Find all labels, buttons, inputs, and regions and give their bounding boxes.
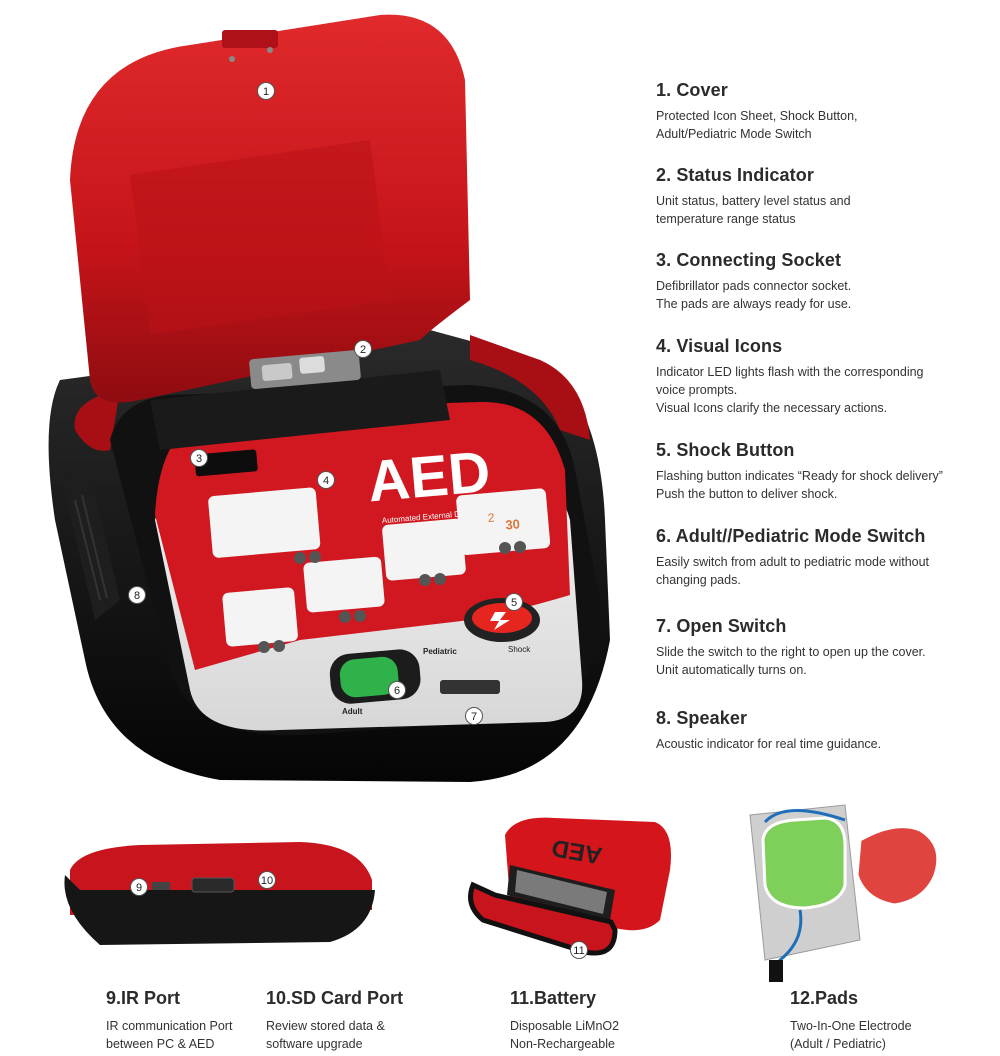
- feature-title: 5. Shock Button: [656, 440, 795, 460]
- feature-open-switch: 7. Open Switch Slide the switch to the r…: [656, 616, 986, 679]
- feature-title: 6. Adult//Pediatric Mode Switch: [656, 526, 926, 546]
- callout-6: 6: [388, 681, 406, 699]
- ir-port-graphic: [152, 882, 170, 890]
- feature-desc: Acoustic indicator for real time guidanc…: [656, 737, 882, 751]
- side-view-illustration: [64, 842, 375, 945]
- feature-visual-icons: 4. Visual Icons Indicator LED lights fla…: [656, 336, 986, 417]
- shock-button-graphic: Shock: [464, 598, 540, 654]
- feature-title: 4. Visual Icons: [656, 336, 783, 356]
- hinge-bar: [150, 370, 450, 450]
- feature-title: 7. Open Switch: [656, 616, 787, 636]
- feature-shock-button: 5. Shock Button Flashing button indicate…: [656, 440, 986, 503]
- caption-pads: 12.Pads Two-In-One Electrode(Adult / Ped…: [790, 988, 990, 1053]
- callout-4: 4: [317, 471, 335, 489]
- aed-device-illustration: AED Automated External Defibrillator 2 3…: [48, 14, 611, 782]
- caption-title: 9.IR Port: [106, 988, 181, 1008]
- cover-latch: [222, 30, 278, 48]
- caption-desc: Review stored data &software upgrade: [266, 1019, 385, 1051]
- callout-5: 5: [505, 593, 523, 611]
- adult-label: Adult: [342, 707, 363, 716]
- feature-desc: Easily switch from adult to pediatric mo…: [656, 555, 930, 587]
- callout-11: 11: [570, 941, 588, 959]
- caption-title: 10.SD Card Port: [266, 988, 404, 1008]
- sd-card-slot-graphic: [191, 877, 235, 893]
- feature-desc: Flashing button indicates “Ready for sho…: [656, 469, 943, 501]
- callout-8: 8: [128, 586, 146, 604]
- open-switch-graphic: [440, 680, 500, 694]
- feature-cover: 1. Cover Protected Icon Sheet, Shock But…: [656, 80, 986, 143]
- feature-title: 3. Connecting Socket: [656, 250, 842, 270]
- caption-desc: Two-In-One Electrode(Adult / Pediatric): [790, 1019, 912, 1051]
- feature-speaker: 8. Speaker Acoustic indicator for real t…: [656, 708, 986, 753]
- feature-title: 8. Speaker: [656, 708, 748, 728]
- device-lower-rim: [74, 390, 120, 451]
- callout-10: 10: [258, 871, 276, 889]
- feature-desc: Protected Icon Sheet, Shock Button,Adult…: [656, 109, 858, 141]
- caption-title: 11.Battery: [510, 988, 597, 1008]
- connector-socket-graphic: [194, 449, 258, 477]
- callout-7: 7: [465, 707, 483, 725]
- callout-1: 1: [257, 82, 275, 100]
- battery-illustration: AED: [468, 817, 671, 956]
- pads-connector: [769, 960, 783, 982]
- feature-connecting-socket: 3. Connecting Socket Defibrillator pads …: [656, 250, 986, 313]
- feature-title: 2. Status Indicator: [656, 165, 814, 185]
- feature-desc: Slide the switch to the right to open up…: [656, 645, 926, 677]
- feature-desc: Indicator LED lights flash with the corr…: [656, 365, 924, 415]
- caption-sd-card-port: 10.SD Card Port Review stored data &soft…: [266, 988, 466, 1053]
- step-number-30: 30: [505, 516, 521, 532]
- feature-title: 1. Cover: [656, 80, 728, 100]
- callout-2: 2: [354, 340, 372, 358]
- caption-title: 12.Pads: [790, 988, 859, 1008]
- feature-desc: Defibrillator pads connector socket.The …: [656, 279, 852, 311]
- pediatric-label: Pediatric: [423, 647, 457, 656]
- pads-illustration: [749, 804, 940, 982]
- feature-mode-switch: 6. Adult//Pediatric Mode Switch Easily s…: [656, 526, 986, 589]
- icon-tiles: 2 30: [208, 487, 551, 653]
- callout-3: 3: [190, 449, 208, 467]
- shock-label: Shock: [508, 645, 531, 654]
- callout-9: 9: [130, 878, 148, 896]
- speaker-grille: [62, 470, 120, 620]
- step-number-2: 2: [487, 510, 495, 525]
- feature-status-indicator: 2. Status Indicator Unit status, battery…: [656, 165, 986, 228]
